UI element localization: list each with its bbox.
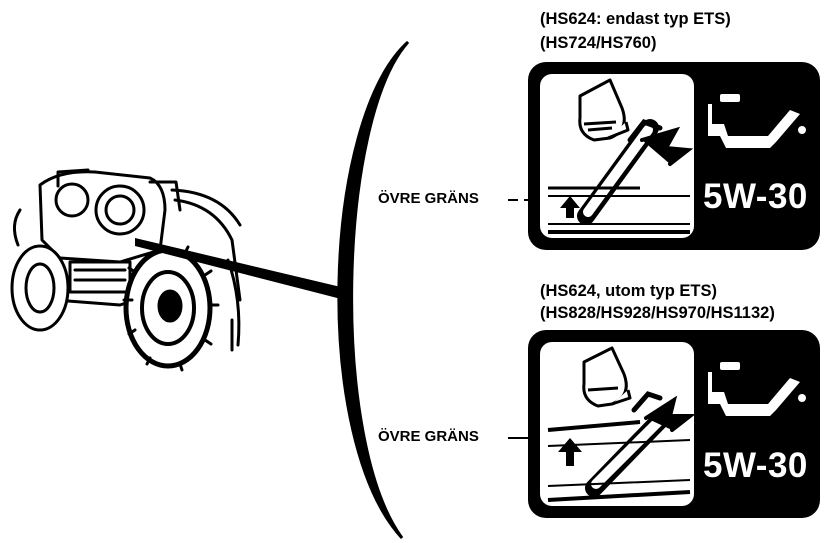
decal-2-caption-line-2: (HS828/HS928/HS970/HS1132) — [540, 304, 775, 322]
decal-2-oil-grade: 5W-30 — [703, 446, 808, 485]
upper-limit-arrow-icon — [558, 438, 582, 466]
upper-limit-arrow-icon — [560, 196, 580, 218]
oil-decal-2 — [528, 330, 820, 518]
decal-2-level-label: ÖVRE GRÄNS — [378, 428, 479, 445]
dipstick-icon — [585, 391, 696, 497]
oil-can-icon — [708, 362, 806, 416]
bracket-curve — [337, 40, 410, 540]
decal-1-level-label: ÖVRE GRÄNS — [378, 190, 479, 207]
decal-1-oil-grade: 5W-30 — [703, 177, 808, 216]
decal-1-caption-line-1: (HS624: endast typ ETS) — [540, 10, 731, 28]
oil-can-icon — [708, 94, 806, 148]
oil-pour-icon — [578, 78, 630, 142]
snowblower-illustration — [10, 168, 242, 372]
decal-1-caption-line-2: (HS724/HS760) — [540, 34, 657, 52]
oil-pour-icon — [582, 346, 632, 408]
dipstick-icon — [577, 119, 694, 225]
oil-decal-1 — [528, 62, 820, 250]
decal-2-caption-line-1: (HS624, utom typ ETS) — [540, 282, 717, 300]
pointer-line — [135, 238, 345, 300]
